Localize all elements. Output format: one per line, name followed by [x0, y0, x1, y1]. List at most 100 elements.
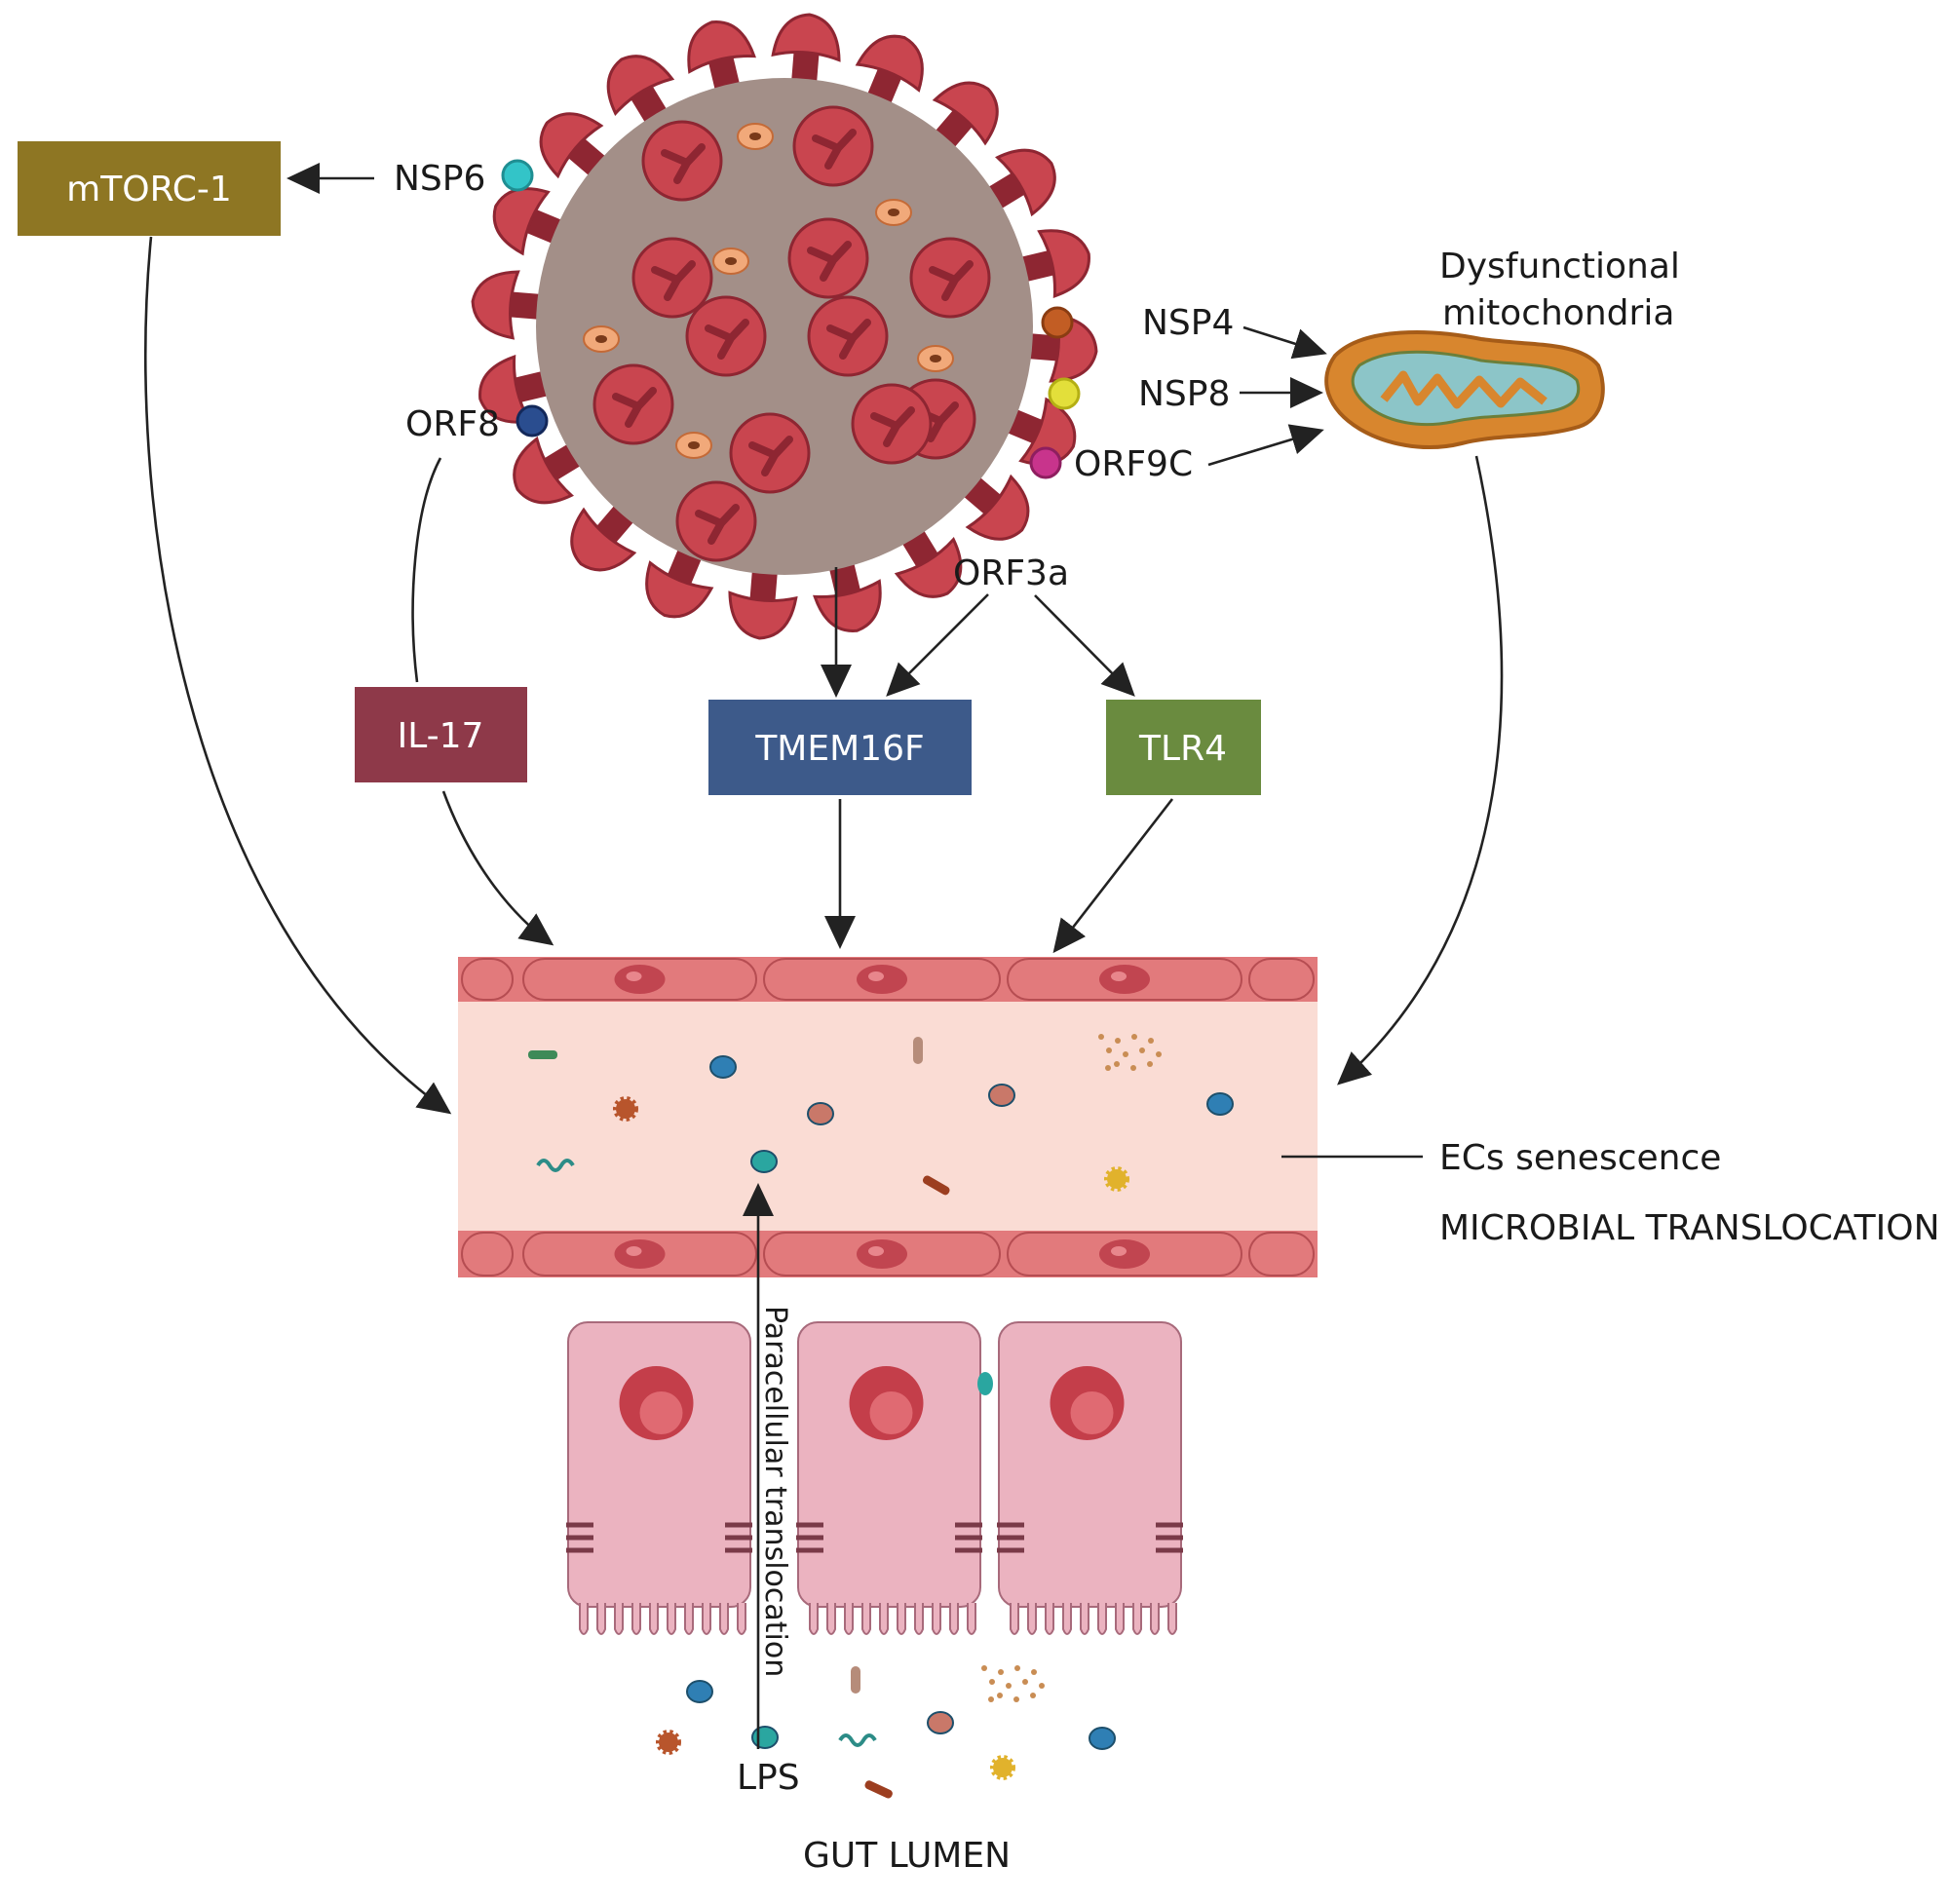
mito-to-vessel-arrow — [1337, 455, 1504, 1085]
spike-head — [894, 537, 963, 598]
endothelial-cell — [1248, 1232, 1315, 1276]
microbe-cocci — [1106, 1047, 1112, 1053]
nsp8-label: NSP8 — [1138, 374, 1230, 414]
membrane-protein-core — [888, 209, 899, 216]
surface-spike-core — [870, 406, 915, 447]
surface-spike-core — [651, 260, 696, 301]
surface-spike-core — [705, 319, 749, 360]
microvillus — [649, 1603, 659, 1635]
epithelial-nucleolus — [869, 1391, 913, 1434]
tmem16f-label: TMEM16F — [754, 729, 924, 769]
microvillus — [967, 1603, 976, 1635]
senescence-label: ECs senescence — [1439, 1138, 1721, 1178]
surface-spike-core — [748, 436, 793, 476]
orf9c-dot — [1029, 446, 1062, 479]
orf3a-to-tmem16f-arrow — [886, 593, 989, 697]
endothelial-cell — [461, 958, 514, 1001]
microbe-blob — [807, 1102, 834, 1125]
membrane-protein-core — [930, 355, 941, 362]
microvillus — [579, 1603, 589, 1635]
il17-label: IL-17 — [398, 716, 484, 756]
endothelial-cell — [461, 1232, 514, 1276]
sars-cov-2-virus — [471, 13, 1098, 640]
spike-head — [728, 590, 798, 640]
microbe-cocci — [1131, 1034, 1137, 1040]
surface-spike-core — [661, 143, 706, 184]
lps-label: LPS — [737, 1758, 800, 1798]
surface-spike-core — [812, 129, 857, 170]
vessel-lumen — [458, 996, 1318, 1235]
spike-head — [813, 579, 882, 632]
membrane-protein-core — [688, 441, 700, 449]
microbe-cocci — [1031, 1669, 1037, 1675]
nsp6-label: NSP6 — [394, 159, 485, 199]
microvillus — [914, 1603, 924, 1635]
endothelium-bottom — [458, 1231, 1318, 1277]
microvillus — [861, 1603, 871, 1635]
microvillus — [1045, 1603, 1054, 1635]
microbe-rod — [851, 1666, 860, 1694]
microbe-blob — [1089, 1727, 1116, 1750]
microbe-blob — [1206, 1092, 1234, 1116]
endothelial-nucleolus — [626, 971, 642, 981]
microbe-cocci — [1130, 1065, 1136, 1071]
microbe-blob — [988, 1084, 1015, 1107]
microbe-cocci — [998, 1669, 1004, 1675]
spike-head — [471, 270, 520, 340]
microvillus — [897, 1603, 906, 1635]
spike-head — [855, 34, 924, 93]
spike-head — [771, 13, 841, 62]
microvillus — [809, 1603, 819, 1635]
microbe-spiky — [990, 1755, 1015, 1780]
microbe-spiral — [838, 1733, 877, 1747]
microvillus — [614, 1603, 624, 1635]
spike-head — [1037, 229, 1090, 298]
microvillus — [684, 1603, 694, 1635]
spike-head — [965, 474, 1030, 541]
microvillus — [1080, 1603, 1089, 1635]
mtorc1-label: mTORC-1 — [66, 170, 232, 209]
microvillus — [1115, 1603, 1125, 1635]
gut-epithelium — [566, 1321, 1183, 1635]
microbe-spiky — [1104, 1166, 1129, 1192]
microbe-spiral — [536, 1159, 575, 1172]
tlr4-to-vessel-arrow — [1052, 798, 1174, 954]
gut-lumen-label: GUT LUMEN — [803, 1836, 1011, 1876]
nsp6-dot — [501, 159, 534, 192]
il17-box: IL-17 — [355, 687, 527, 782]
epithelial-nucleolus — [1070, 1391, 1114, 1434]
microvillus — [1010, 1603, 1019, 1635]
spike-head — [570, 507, 637, 572]
microbe-cocci — [1147, 1061, 1153, 1067]
microvillus — [1097, 1603, 1107, 1635]
mtorc1-box: mTORC-1 — [18, 141, 281, 236]
orf9c-label: ORF9C — [1074, 444, 1193, 484]
vessel-microbes — [528, 1034, 1234, 1196]
microbe-blob — [927, 1711, 954, 1734]
endothelial-nucleolus — [1111, 971, 1127, 981]
microbe-cocci — [1105, 1065, 1111, 1071]
gut-lumen-microbes — [656, 1665, 1116, 1799]
microbe-cocci — [1148, 1038, 1154, 1044]
spike-head — [513, 436, 574, 505]
microvillus — [949, 1603, 959, 1635]
orf8-dot — [516, 404, 549, 438]
membrane-proteins — [583, 123, 954, 459]
membrane-protein-core — [595, 335, 607, 343]
microbe-cocci — [1123, 1051, 1128, 1057]
microbe-rod — [913, 1037, 923, 1064]
microbe-cocci — [1098, 1034, 1104, 1040]
nsp4-to-mito-arrow — [1242, 325, 1327, 360]
endothelial-cell — [1248, 958, 1315, 1001]
microbe-cocci — [1115, 1038, 1121, 1044]
microvillus — [719, 1603, 729, 1635]
microbe-flagellate — [528, 1050, 557, 1059]
epithelial-nucleolus — [639, 1391, 683, 1434]
endothelial-nucleolus — [868, 971, 884, 981]
spike-head — [606, 55, 675, 116]
epithelial-cell — [797, 1321, 981, 1608]
microvillus — [932, 1603, 941, 1635]
microvillus — [702, 1603, 711, 1635]
microvillus — [879, 1603, 889, 1635]
